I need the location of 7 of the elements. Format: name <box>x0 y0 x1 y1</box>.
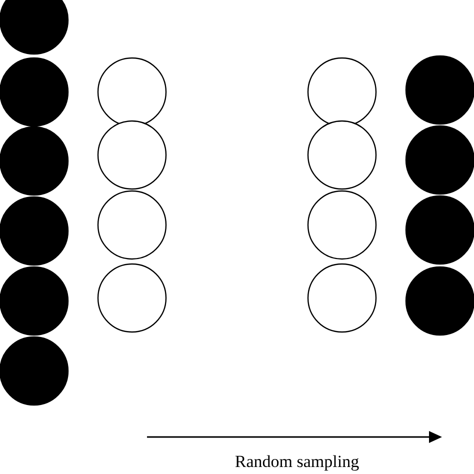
hollow-circle <box>97 263 167 333</box>
hollow-circle <box>307 120 377 190</box>
hollow-circle <box>97 190 167 260</box>
axis-caption: Random sampling <box>234 452 360 472</box>
hollow-circle <box>307 190 377 260</box>
hollow-circle <box>97 120 167 190</box>
hollow-circle <box>307 263 377 333</box>
